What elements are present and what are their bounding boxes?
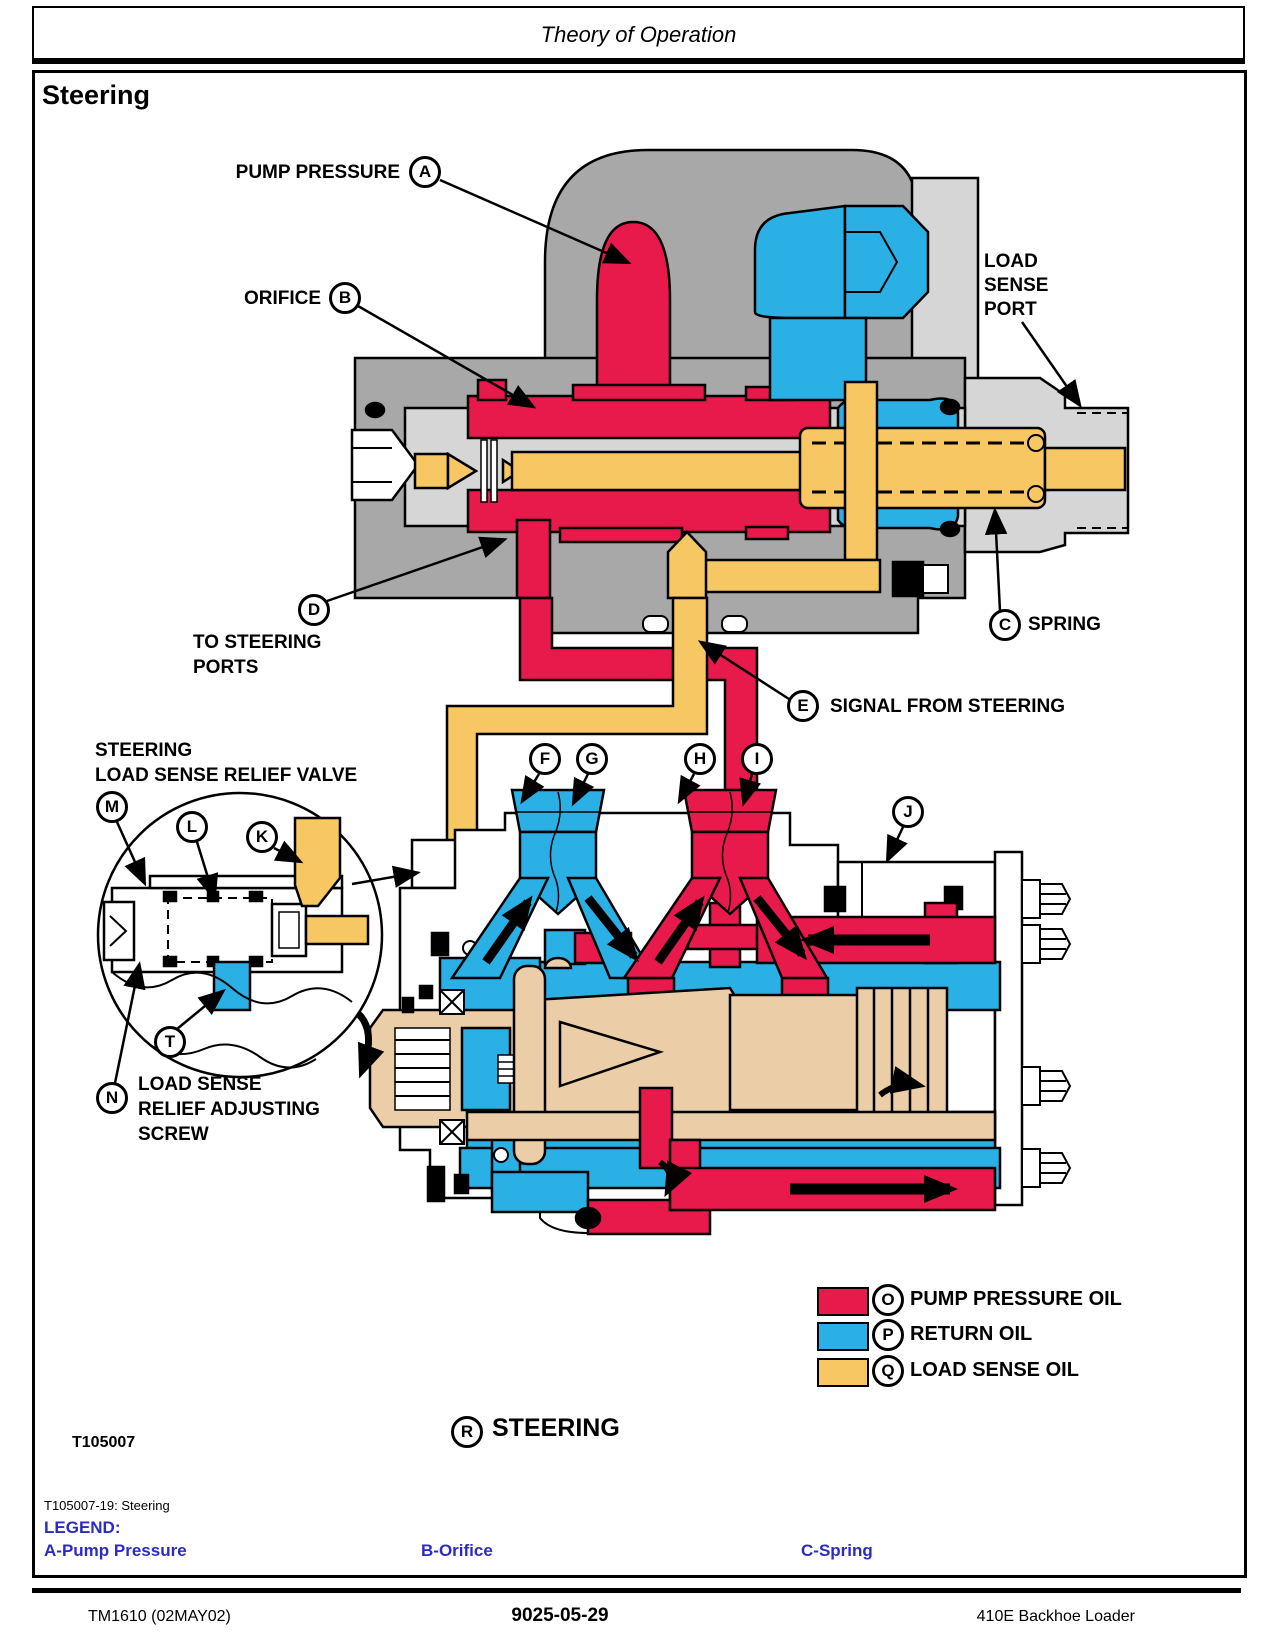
bearing-symbols: [439, 989, 465, 1145]
label-to-steering-ports: TO STEERING PORTS: [193, 632, 322, 678]
legend-label-load-sense-oil: LOAD SENSE OIL: [910, 1359, 1079, 1381]
legend-letter-o: O: [872, 1284, 904, 1316]
legend-label-pump-pressure-oil: PUMP PRESSURE OIL: [910, 1288, 1122, 1310]
legend-heading: LEGEND:: [44, 1518, 121, 1537]
content-box: [32, 70, 1247, 1578]
load-sense-oil-plug: [293, 816, 342, 908]
label-inset-title: STEERING LOAD SENSE RELIEF VALVE: [95, 740, 358, 786]
callout-e: E: [787, 690, 819, 722]
legend-entry-b: B-Orifice: [421, 1541, 493, 1560]
legend-entry-a: A-Pump Pressure: [44, 1541, 187, 1560]
callout-l: L: [176, 811, 208, 843]
callout-i: I: [741, 743, 773, 775]
label-spring: SPRING: [1028, 614, 1101, 635]
footer-center: 9025-05-29: [511, 1605, 609, 1626]
label-signal-from-steering: SIGNAL FROM STEERING: [830, 696, 1066, 717]
label-orifice: ORIFICE: [243, 288, 321, 309]
pump-section: [328, 788, 1072, 1236]
image-caption: T105007-19: Steering: [44, 1498, 170, 1513]
callout-m: M: [96, 791, 128, 823]
callout-b: B: [329, 282, 361, 314]
legend-swatch-load-sense: [817, 1358, 869, 1387]
callout-c: C: [989, 609, 1021, 641]
footer-right: 410E Backhoe Loader: [976, 1608, 1135, 1625]
callout-r: R: [451, 1416, 483, 1448]
legend-letter-q: Q: [872, 1355, 904, 1387]
callout-f: F: [529, 743, 561, 775]
page-header-title: Theory of Operation: [540, 22, 737, 47]
footer-rule: [32, 1588, 1241, 1593]
legend-swatch-return: [817, 1322, 869, 1351]
callout-j: J: [892, 796, 924, 828]
label-adjusting-screw: LOAD SENSE RELIEF ADJUSTING SCREW: [138, 1074, 320, 1145]
callout-d: D: [298, 594, 330, 626]
pump-shaft: [368, 956, 997, 1166]
section-title: Steering: [42, 80, 151, 110]
label-pump-pressure: PUMP PRESSURE: [235, 162, 400, 183]
callout-k: K: [246, 821, 278, 853]
label-load-sense-port: LOAD SENSE PORT: [984, 251, 1049, 320]
figure-number: T105007: [72, 1434, 136, 1451]
legend-letter-p: P: [872, 1319, 904, 1351]
callout-a: A: [409, 156, 441, 188]
callout-arrows: [113, 178, 1082, 1084]
callout-h: H: [684, 743, 716, 775]
callout-t: T: [154, 1026, 186, 1058]
legend-label-return-oil: RETURN OIL: [910, 1323, 1033, 1345]
return-passage: [212, 960, 252, 1012]
footer-left: TM1610 (02MAY02): [88, 1608, 231, 1625]
flow-arrows: [482, 895, 958, 1203]
relief-valve-inset: [96, 791, 421, 1079]
cover-bolts: [1021, 879, 1072, 1188]
legend-entry-c: C-Spring: [801, 1541, 873, 1560]
callout-n: N: [96, 1082, 128, 1114]
callout-g: G: [576, 743, 608, 775]
load-sense-valve-section: [350, 148, 1130, 635]
legend-swatch-pump-pressure: [817, 1287, 869, 1316]
header-box: Theory of Operation: [32, 6, 1245, 64]
figure-title: STEERING: [492, 1414, 620, 1442]
